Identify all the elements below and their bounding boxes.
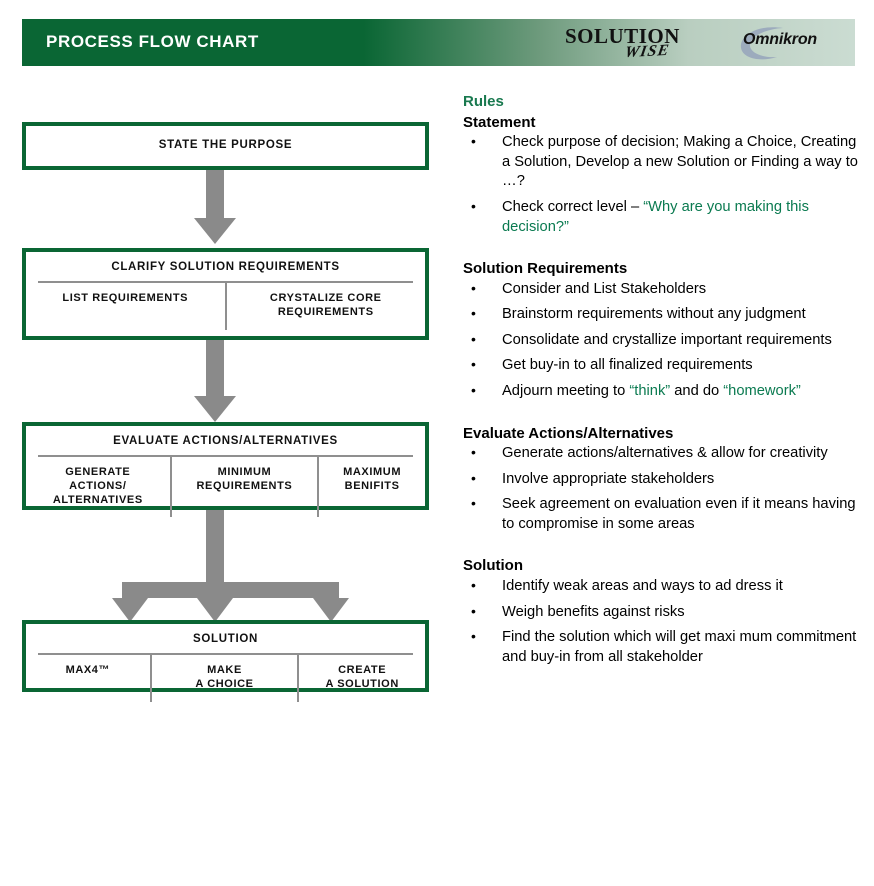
bullet-icon: • (471, 628, 476, 645)
rules-text-accent: “Why are you making this decision?” (502, 199, 809, 235)
rules-bullet-item: • Adjourn meeting to “think” and do “home… (463, 382, 863, 402)
flow-box-divider (38, 653, 413, 655)
flow-box-title: STATE THE PURPOSE (158, 139, 293, 151)
page-title: PROCESS FLOW CHART (46, 32, 259, 51)
rules-bullet-item: • Get buy-in to all finalized requirement… (463, 356, 863, 376)
bullet-icon: • (471, 330, 476, 347)
rules-text: Check correct level – (502, 199, 644, 216)
solutionwise-logo-line2: WISE (623, 41, 671, 62)
bullet-icon: • (471, 495, 476, 512)
rules-text: Check purpose of decision; Making a Choi… (502, 134, 858, 190)
flow-box-columns: LIST REQUIREMENTS CRYSTALIZE CORE REQUIR… (26, 283, 425, 330)
flow-col-max4[interactable]: MAX4™ (65, 664, 111, 676)
rules-section-heading: Evaluate Actions/Alternatives (463, 424, 674, 442)
flow-col-crystalize-core-requirements[interactable]: CRYSTALIZE CORE REQUIREMENTS (224, 283, 426, 330)
flow-box-divider (38, 281, 413, 283)
flow-box-title: EVALUATE ACTIONS/ALTERNATIVES (113, 435, 338, 447)
flow-col-minimum-requirements[interactable]: MINIMUM REQUIREMENTS (169, 457, 318, 518)
rules-bullet-item: • Brainstorm requirements without any jud… (463, 305, 863, 325)
section-spacer (463, 408, 863, 424)
rules-bullet-list: • Consider and List Stakeholders • Brainsto… (463, 280, 863, 402)
bullet-icon: • (471, 356, 476, 373)
flow-box-divider (38, 455, 413, 457)
rules-bullet-list: • Identify weak areas and ways to ad dres… (463, 577, 863, 667)
solutionwise-logo-line1: SOLUTION (565, 24, 680, 48)
flow-col-list-requirements[interactable]: LIST REQUIREMENTS (62, 292, 189, 304)
rules-text: Get buy-in to all finalized requirements (502, 357, 753, 374)
process-flowchart: STATE THE PURPOSE CLARIFY SOLUTION REQUI… (22, 122, 429, 702)
flow-box-state-the-purpose[interactable]: STATE THE PURPOSE (22, 122, 429, 170)
flow-col-generate-actions-alternatives[interactable]: GENERATE ACTIONS/ ALTERNATIVES (52, 466, 143, 506)
rules-text: and do (670, 382, 724, 399)
rules-bullet-item: • Check purpose of decision; Making a Cho… (463, 133, 863, 192)
solutionwise-logo: SOLUTION WISE (565, 24, 710, 64)
rules-text-accent: “homework” (723, 382, 801, 399)
flow-box-columns: GENERATE ACTIONS/ ALTERNATIVES MINIMUM R… (26, 457, 425, 518)
rules-text-accent: “think” (629, 382, 671, 399)
omnikron-logo: Omnikron (735, 26, 845, 62)
rules-text: Involve appropriate stakeholders (502, 470, 715, 487)
flow-box-title: CLARIFY SOLUTION REQUIREMENTS (111, 261, 340, 273)
rules-bullet-item: • Consider and List Stakeholders (463, 280, 863, 300)
section-spacer (463, 540, 863, 556)
bullet-icon: • (471, 577, 476, 594)
flow-box-evaluate-actions-alternatives[interactable]: EVALUATE ACTIONS/ALTERNATIVES GENERATE A… (22, 422, 429, 518)
omnikron-logo-text: Omnikron (743, 31, 817, 48)
bullet-icon: • (471, 198, 476, 215)
rules-panel: Rules Statement • Check purpose of decisio… (463, 92, 863, 673)
rules-bullet-item: • Identify weak areas and ways to ad dres… (463, 577, 863, 597)
rules-sections: Statement • Check purpose of decision; Mak… (463, 113, 863, 668)
flow-box-solution[interactable]: SOLUTION MAX4™ MAKE A CHOICE CREATE A SO… (22, 620, 429, 702)
header-banner (22, 19, 855, 66)
rules-bullet-list: • Generate actions/alternatives & allow f… (463, 444, 863, 534)
rules-text: Find the solution which will get maxi mu… (502, 629, 857, 665)
bullet-icon: • (471, 469, 476, 486)
flow-col-maximum-benifits[interactable]: MAXIMUM BENIFITS (317, 457, 425, 518)
bullet-icon: • (471, 279, 476, 296)
rules-section-heading: Solution Requirements (463, 260, 628, 278)
rules-bullet-item: • Generate actions/alternatives & allow f… (463, 444, 863, 464)
rules-bullet-item: • Weigh benefits against risks (463, 603, 863, 623)
bullet-icon: • (471, 305, 476, 322)
rules-text: Consolidate and crystallize important re… (502, 331, 832, 348)
rules-text: Identify weak areas and ways to ad dress… (502, 578, 783, 595)
bullet-icon: • (471, 133, 476, 150)
rules-bullet-item: • Check correct level – “Why are you maki… (463, 198, 863, 237)
rules-bullet-item: • Consolidate and crystallize important r… (463, 331, 863, 351)
rules-text: Brainstorm requirements without any judg… (502, 306, 806, 323)
rules-bullet-item: • Involve appropriate stakeholders (463, 470, 863, 490)
section-spacer (463, 243, 863, 259)
rules-bullet-item: • Seek agreement on evaluation even if it… (463, 495, 863, 534)
flow-box-columns: MAX4™ MAKE A CHOICE CREATE A SOLUTION (26, 655, 425, 702)
rules-section-heading: Solution (463, 557, 523, 575)
rules-text: Adjourn meeting to (502, 382, 630, 399)
rules-section-heading: Statement (463, 113, 536, 131)
flow-col-make-a-choice[interactable]: MAKE A CHOICE (149, 655, 298, 702)
rules-text: Generate actions/alternatives & allow fo… (502, 445, 828, 462)
rules-heading: Rules (463, 93, 504, 110)
bullet-icon: • (471, 381, 476, 398)
flow-box-clarify-solution-requirements[interactable]: CLARIFY SOLUTION REQUIREMENTS LIST REQUI… (22, 248, 429, 340)
bullet-icon: • (471, 444, 476, 461)
rules-text: Weigh benefits against risks (502, 603, 685, 620)
bullet-icon: • (471, 602, 476, 619)
flow-box-title: SOLUTION (192, 633, 258, 645)
rules-bullet-item: • Find the solution which will get maxi m… (463, 628, 863, 667)
rules-text: Seek agreement on evaluation even if it … (502, 496, 856, 532)
omnikron-swoosh-icon (740, 27, 783, 60)
rules-text: Consider and List Stakeholders (502, 280, 707, 297)
rules-bullet-list: • Check purpose of decision; Making a Cho… (463, 133, 863, 237)
flow-col-create-a-solution[interactable]: CREATE A SOLUTION (297, 655, 425, 702)
